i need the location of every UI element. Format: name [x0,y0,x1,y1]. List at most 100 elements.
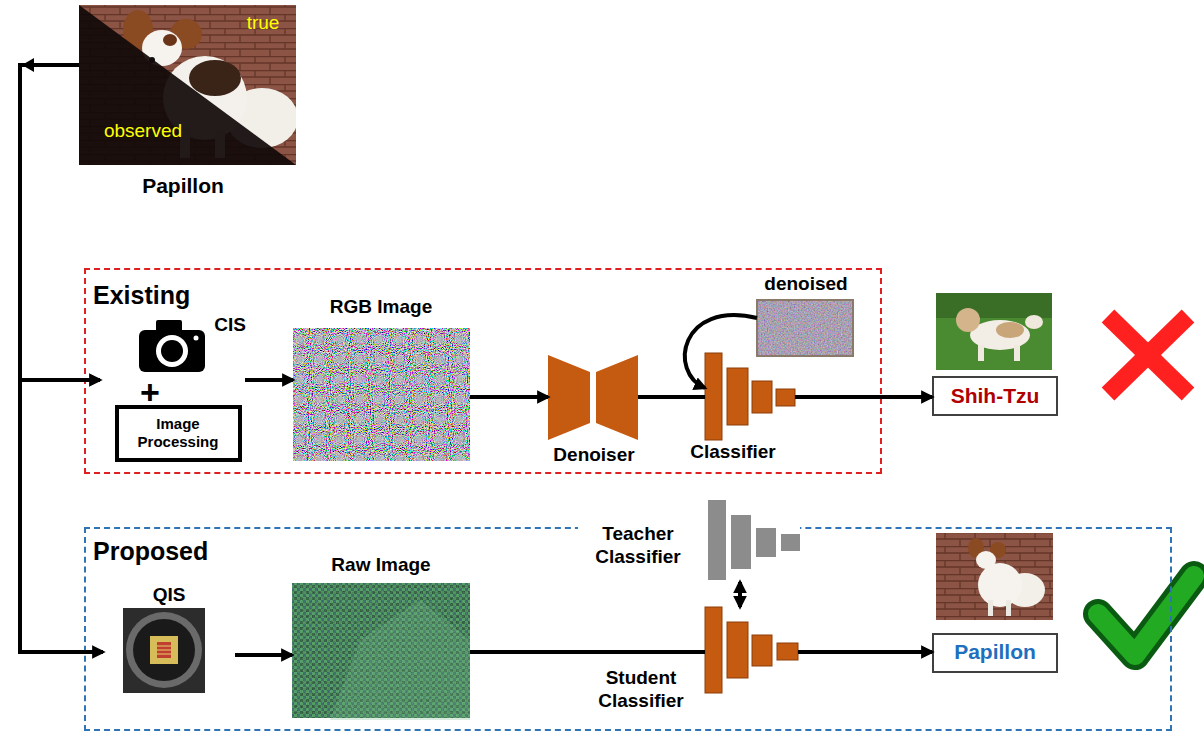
result-box: Papillon [932,633,1058,673]
dog-patch [996,322,1024,338]
dog-head [976,551,996,569]
grass-dark [936,293,1052,318]
group-box: ProposedQISRaw ImageTeacher ClassifierSt… [84,527,1172,731]
check-outline [1098,576,1194,655]
encoder-shape [548,355,590,440]
raw-noise [292,583,470,718]
qis-sensor-photo [123,608,205,693]
sensor-opening [133,619,195,681]
sensor-lines [157,646,171,654]
layer-bar [756,528,776,557]
input-photo [79,5,296,165]
text-label: Denoiser [539,444,649,467]
layer-bar [752,381,772,413]
dog-tail [226,88,296,148]
dog-leg [215,130,225,158]
dog-leg [988,600,993,616]
teacher-bars [708,500,800,580]
denoised-image [757,300,853,356]
layer-bar [705,353,722,440]
check-mark [1098,576,1194,655]
text-label: Classifier [673,441,793,464]
dog-tail [1025,315,1043,329]
layer-bar [781,534,800,551]
image-node: denoised [757,274,853,356]
raw-image [292,583,470,718]
layer-bar [727,622,748,678]
dog-nose [149,57,155,63]
sensor-chip [150,636,178,664]
image-node: Raw Image [292,553,470,718]
camera-body [139,330,205,372]
photo-node: trueobservedPapillon [79,5,296,165]
dog-body [970,320,1030,350]
dog-ear [968,538,984,558]
dog-leg [1006,600,1011,616]
text-label: denoised [751,273,861,296]
text-label: Raw Image [296,554,466,577]
connector-arrow [738,582,742,607]
text-label: Teacher Classifier [582,523,694,569]
text-label: Student Classifier [585,667,697,713]
wrong-cross [1108,316,1188,394]
text-label: Papillon [103,173,263,198]
decoder-shape [596,355,638,440]
group-box: ExistingCISImage ProcessingRGB ImageDeno… [84,268,882,474]
dog-tail [1005,573,1045,607]
layer-bar [777,643,798,660]
text-label: CIS [205,314,255,337]
text-label: Shih-Tzu [934,383,1056,408]
connector-arrow [20,65,100,380]
camera-top [156,320,182,334]
dog-head [956,308,980,332]
text-label: Papillon [934,639,1056,664]
noisy-rgb-image [293,328,470,461]
brick-ground [79,5,296,165]
layer-bar [776,389,795,406]
camera-lens [161,340,183,362]
text-label: Proposed [93,536,253,566]
dog-leg [978,345,984,361]
arrow-head [22,58,34,72]
connector-arrow [638,395,705,399]
connector-arrow [470,650,705,654]
classifier-bars [705,353,795,440]
image-node: RGB Image [293,295,470,461]
text-label: observed [83,120,203,143]
classifier-node: Student Classifier [705,607,798,693]
connector-arrow [245,378,293,382]
cross-stroke [1108,316,1188,394]
layer-bar [727,368,748,425]
dog-leg [1014,345,1020,361]
brick-ground [936,533,1053,620]
text-label: RGB Image [296,296,466,319]
layer-bar [705,607,722,693]
text-label: Existing [93,280,253,310]
connector-arrow [20,65,103,652]
process-box: Image Processing [115,405,242,462]
classifier-node: Teacher Classifier [578,500,800,582]
text-label: Image Processing [122,415,234,451]
camera-light [194,336,199,341]
dog-ear [990,542,1006,558]
layer-bar [708,500,726,580]
sensor-mount [126,612,202,688]
camera-icon [139,320,205,372]
connector-arrow [235,653,292,657]
dark-observed-half [79,5,296,165]
connector-arrow [798,650,932,654]
denoiser-node: Denoiser [548,355,638,465]
result-box: Shih-Tzu [932,376,1058,416]
dog-body [978,563,1022,607]
dog-ear [123,10,153,50]
camera-node: CIS [100,312,245,382]
connector-arrow [470,395,548,399]
layer-bar [731,515,751,569]
text-label: true [233,12,293,35]
dog-ear [170,19,202,49]
cross-stroke [1108,316,1188,394]
connector-arrow [795,395,932,399]
dog-patch [189,60,241,96]
